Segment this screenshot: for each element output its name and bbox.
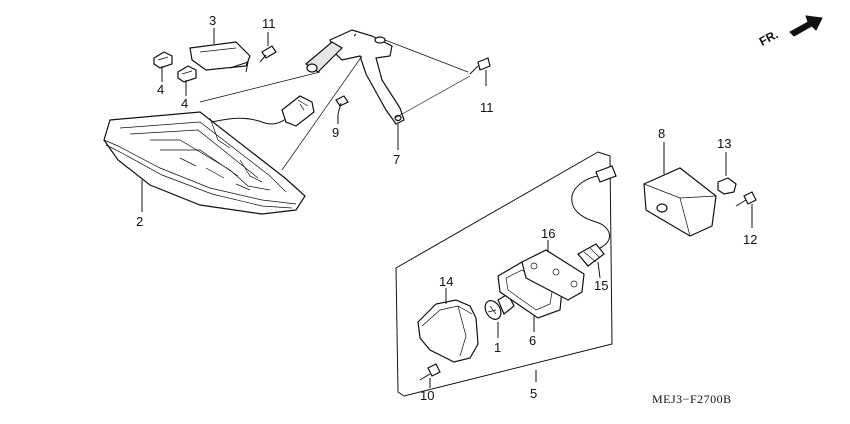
- tail-light-housing: [103, 111, 306, 215]
- callout-13: 13: [717, 136, 731, 151]
- callouts: 3 11 4 4 9 11 7 2 8 13 12 16 15 14 1 6 5…: [136, 13, 757, 403]
- screw-top-left: [259, 32, 277, 63]
- screw-right: [735, 191, 757, 228]
- callout-8: 8: [658, 126, 665, 141]
- license-light-lens: [417, 288, 479, 363]
- grommet-upper: [153, 51, 173, 69]
- leader-lines: [141, 66, 339, 212]
- callout-4-lower: 4: [181, 96, 188, 111]
- screw-center: [335, 95, 349, 115]
- bulb: [484, 293, 515, 338]
- callout-14: 14: [439, 274, 453, 289]
- mounting-stay: [305, 29, 405, 150]
- cover-block: [643, 142, 717, 237]
- callout-7: 7: [393, 152, 400, 167]
- screw-bottom: [419, 363, 441, 388]
- callout-12: 12: [743, 232, 757, 247]
- front-arrow-icon: [789, 15, 823, 37]
- callout-10: 10: [420, 388, 434, 403]
- nut: [717, 152, 737, 195]
- light-bracket: [189, 28, 251, 73]
- bulb-socket-wire: [571, 165, 617, 279]
- callout-16: 16: [541, 226, 555, 241]
- front-direction-indicator: FR.: [757, 15, 823, 49]
- callout-5: 5: [530, 386, 537, 401]
- license-light-group-outline: [395, 151, 613, 397]
- diagram-code: MEJ3−F2700B: [652, 392, 732, 406]
- wiring-connector: [211, 95, 315, 127]
- callout-11-top-left: 11: [262, 16, 276, 31]
- reference-lines: [199, 39, 471, 171]
- callout-15: 15: [594, 278, 608, 293]
- socket-housing: [521, 240, 585, 301]
- grommet-lower: [177, 65, 197, 83]
- screw-top-right: [469, 57, 491, 86]
- callout-11-right: 11: [480, 100, 494, 115]
- callout-9: 9: [332, 125, 339, 140]
- callout-4-upper: 4: [157, 82, 164, 97]
- front-label: FR.: [757, 27, 781, 48]
- callout-6: 6: [529, 333, 536, 348]
- callout-1: 1: [494, 340, 501, 355]
- callout-3: 3: [209, 13, 216, 28]
- callout-2: 2: [136, 214, 143, 229]
